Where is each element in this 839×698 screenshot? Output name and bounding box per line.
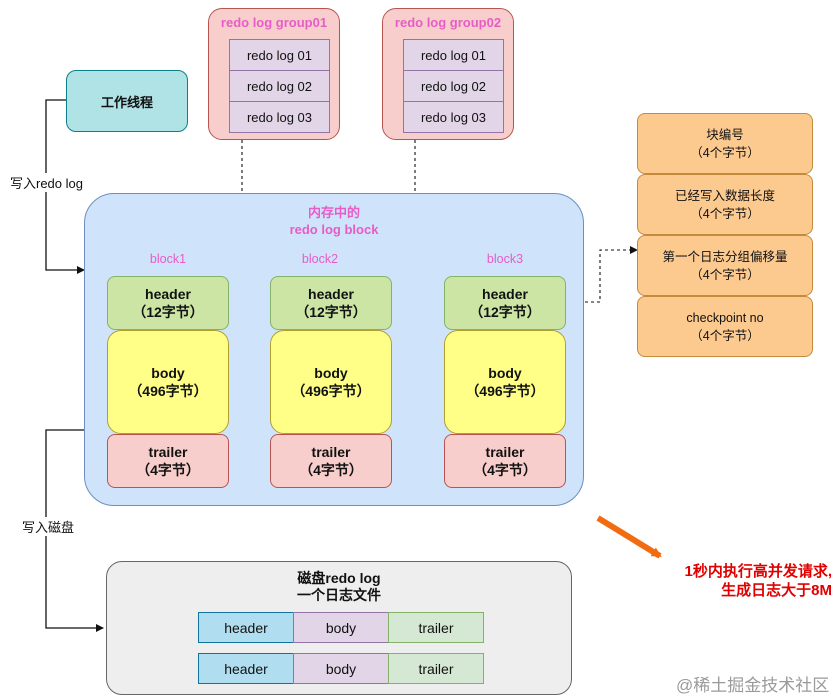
edge-label-write-redo: 写入redo log [10, 173, 83, 192]
disk-row2-header: header [198, 653, 294, 684]
header-size: （12字节） [469, 304, 541, 320]
note-line2: 生成日志大于8M [721, 582, 832, 599]
edge-header-detail [567, 246, 638, 303]
redo-log-item: redo log 02 [403, 70, 504, 102]
note-line1: 1秒内执行高并发请求, [684, 563, 832, 580]
disk-row2-trailer: trailer [388, 653, 484, 684]
disk-row1-trailer: trailer [388, 612, 484, 643]
group-title: redo log group01 [220, 15, 328, 30]
disk-row2-body: body [293, 653, 389, 684]
redo-log-item: redo log 03 [229, 101, 330, 133]
body-label: body [314, 365, 348, 381]
header-size: （12字节） [295, 304, 367, 320]
field-size: （4个字节） [690, 267, 760, 282]
trailer-label: trailer [148, 444, 188, 460]
block1-trailer: trailer （4字节） [107, 434, 229, 488]
header-label: header [308, 286, 354, 302]
field-size: （4个字节） [690, 206, 760, 221]
redo-log-item: redo log 01 [403, 39, 504, 71]
block2-header: header （12字节） [270, 276, 392, 330]
header-field-block-number: 块编号 （4个字节） [637, 113, 813, 174]
block2-label: block2 [301, 252, 339, 266]
block3-trailer: trailer （4字节） [444, 434, 566, 488]
site-watermark: @稀土掘金技术社区 [676, 676, 830, 695]
block2-trailer: trailer （4字节） [270, 434, 392, 488]
trailer-size: （4字节） [299, 462, 363, 478]
header-field-data-length: 已经写入数据长度 （4个字节） [637, 174, 813, 235]
trailer-size: （4字节） [136, 462, 200, 478]
block3-body: body （496字节） [444, 330, 566, 434]
field-size: （4个字节） [690, 328, 760, 343]
body-label: body [488, 365, 522, 381]
disk-row1-body: body [293, 612, 389, 643]
header-label: header [482, 286, 528, 302]
block1-header: header （12字节） [107, 276, 229, 330]
edge-label-write-disk: 写入磁盘 [22, 517, 75, 536]
body-size: （496字节） [465, 383, 545, 399]
trailer-label: trailer [485, 444, 525, 460]
body-size: （496字节） [291, 383, 371, 399]
redo-log-item: redo log 02 [229, 70, 330, 102]
body-label: body [151, 365, 185, 381]
block3-header: header （12字节） [444, 276, 566, 330]
header-field-checkpoint-no: checkpoint no （4个字节） [637, 296, 813, 357]
field-size: （4个字节） [690, 145, 760, 160]
disk-title-line2: 一个日志文件 [297, 587, 381, 603]
trailer-size: （4字节） [473, 462, 537, 478]
header-label: header [145, 286, 191, 302]
block1-body: body （496字节） [107, 330, 229, 434]
field-name: checkpoint no [686, 310, 764, 325]
memory-title-line2: redo log block [289, 222, 379, 237]
orange-arrow [596, 515, 662, 559]
header-size: （12字节） [132, 304, 204, 320]
block1-label: block1 [149, 252, 187, 266]
worker-thread: 工作线程 [66, 70, 188, 132]
disk-title-line1: 磁盘redo log [297, 570, 381, 586]
block2-body: body （496字节） [270, 330, 392, 434]
redo-log-item: redo log 03 [403, 101, 504, 133]
group-title: redo log group02 [394, 15, 502, 30]
field-name: 已经写入数据长度 [674, 188, 775, 203]
header-field-first-group-offset: 第一个日志分组偏移量 （4个字节） [637, 235, 813, 296]
trailer-label: trailer [311, 444, 351, 460]
field-name: 第一个日志分组偏移量 [662, 249, 788, 264]
disk-row1-header: header [198, 612, 294, 643]
field-name: 块编号 [706, 127, 744, 142]
body-size: （496字节） [128, 383, 208, 399]
redo-log-item: redo log 01 [229, 39, 330, 71]
memory-title-line1: 内存中的 [307, 205, 360, 220]
worker-thread-label: 工作线程 [100, 94, 153, 110]
high-concurrency-note: 1秒内执行高并发请求, 生成日志大于8M [620, 562, 832, 600]
block3-label: block3 [486, 252, 524, 266]
